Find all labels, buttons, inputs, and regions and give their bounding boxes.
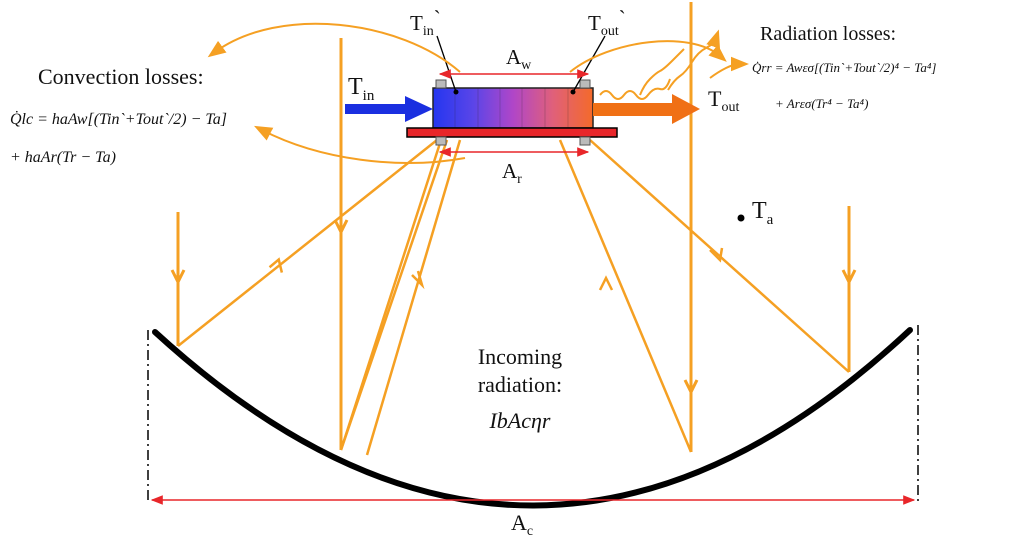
loss-arrows (207, 22, 727, 164)
incoming-radiation-line1: Incoming (478, 344, 562, 369)
radiation-title: Radiation losses: (760, 23, 896, 45)
convection-title: Convection losses: (38, 64, 204, 89)
tout-prime-pointer (572, 35, 606, 93)
incoming-radiation-line2: radiation: (478, 372, 562, 397)
tin-label: Tin (348, 74, 375, 104)
ar-label: Ar (502, 159, 522, 187)
convection-equation-line1: Q̇lc = haAw[(Tin`+Tout`/2) − Ta] (10, 110, 227, 128)
incoming-rays (170, 2, 857, 452)
tout-label: Tout (708, 86, 739, 115)
radiation-equation-line1: Q̇rr = Awεσ[(Tin`+Tout`/2)⁴ − Ta⁴] (752, 60, 936, 75)
reflected-rays (177, 139, 850, 456)
tout-prime-label: Tout` (588, 6, 626, 39)
radiation-equation-line2: + Arεσ(Tr⁴ − Ta⁴) (775, 96, 868, 111)
parabolic-concentrator (152, 327, 913, 509)
absorber-plate (406, 127, 618, 138)
ta-label: Ta (752, 198, 774, 228)
dot-icon (737, 214, 745, 222)
ac-label: Ac (511, 510, 533, 538)
receiver (406, 79, 618, 146)
tin-prime-label: Tin` (410, 6, 441, 39)
tin-prime-pointer (436, 35, 457, 93)
incoming-radiation-equation: IbAcηr (488, 408, 550, 433)
convection-equation-line2: + haAr(Tr − Ta) (10, 149, 116, 166)
right-arrow-icon (345, 96, 433, 122)
aw-label: Aw (506, 45, 532, 73)
collector-boundary-lines (147, 325, 919, 504)
right-arrow-icon (593, 94, 700, 124)
